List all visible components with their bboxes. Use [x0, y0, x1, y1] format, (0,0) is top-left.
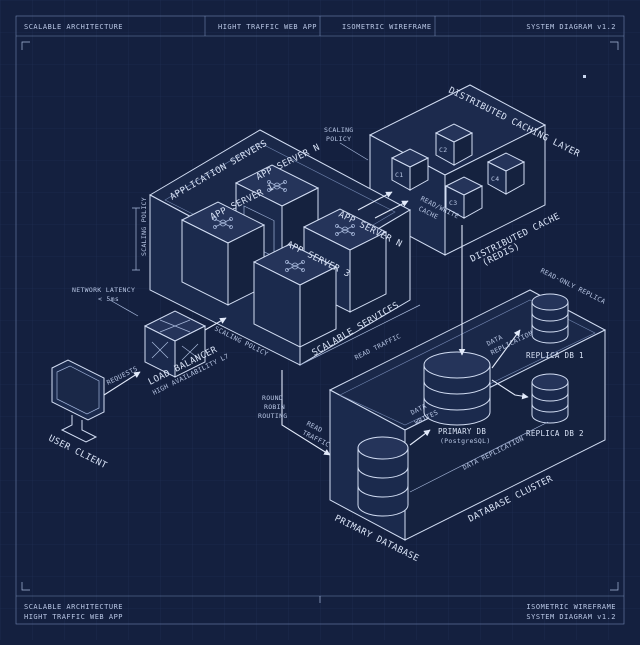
read-traffic-top-line [299, 304, 421, 366]
primary-db-label: PRIMARY DB [438, 427, 486, 436]
replica-db-1-cylinder[interactable] [531, 293, 569, 344]
header-left: SCALABLE ARCHITECTURE [24, 23, 123, 31]
header-center-left: HIGHT TRAFFIC WEB APP [218, 23, 317, 31]
scaling-policy-side-label: SCALING POLICY [140, 197, 148, 256]
scaling-policy-top-1: SCALING [324, 126, 354, 134]
primary-database-cylinder[interactable] [357, 436, 409, 517]
c2-label: C2 [439, 146, 447, 154]
round-robin-3: ROUTING [258, 412, 288, 420]
app-to-cache-arrow-2 [374, 200, 409, 219]
postgres-label: (PostgreSQL) [440, 437, 491, 445]
c3-label: C3 [449, 199, 457, 207]
network-latency-label: NETWORK LATENCY [72, 286, 135, 294]
replication-bottom-line [409, 421, 549, 493]
round-robin-1: ROUND [262, 394, 283, 402]
read-traffic-arrow [281, 370, 331, 456]
latency-value-label: < 5ms [98, 295, 119, 303]
app-to-cache-arrow [357, 191, 393, 211]
c1-label: C1 [395, 171, 403, 179]
footer-left-1: SCALABLE ARCHITECTURE [24, 603, 123, 611]
cache-node-c3[interactable] [444, 176, 484, 219]
footer-right-1: ISOMETRIC WIREFRAME [526, 603, 616, 611]
latency-leader [109, 299, 139, 317]
round-robin-2: ROBIN [264, 403, 285, 411]
replica-2-label: REPLICA DB 2 [526, 429, 584, 438]
frame [15, 15, 625, 625]
marker-square [583, 75, 586, 78]
cache-node-c1[interactable] [390, 148, 430, 191]
replication-arrow-1 [491, 329, 521, 369]
footer-left-2: HIGHT TRAFFIC WEB APP [24, 613, 123, 621]
primary-db-cylinder[interactable] [423, 351, 491, 426]
connectors [103, 142, 549, 493]
cache-node-c4[interactable] [486, 152, 526, 195]
app-server-3[interactable] [252, 243, 338, 348]
header-right: SYSTEM DIAGRAM v1.2 [526, 23, 616, 31]
c4-label: C4 [491, 175, 499, 183]
header-center-right: ISOMETRIC WIREFRAME [342, 23, 432, 31]
replication-arrow-2 [491, 379, 529, 400]
replica-1-label: REPLICA DB 1 [526, 351, 584, 360]
user-client-monitor[interactable] [51, 359, 105, 443]
requests-arrow [103, 371, 141, 396]
scaling-policy-top-2: POLICY [326, 135, 351, 143]
cache-node-c2[interactable] [434, 123, 474, 166]
replica-db-2-cylinder[interactable] [531, 373, 569, 424]
routing-arrows-icon [151, 319, 199, 361]
network-node-icon [213, 180, 355, 272]
footer-right-2: SYSTEM DIAGRAM v1.2 [526, 613, 616, 621]
lb-to-app-arrow [204, 317, 227, 331]
data-writes-arrow [409, 429, 431, 446]
load-balancer-cube[interactable] [143, 310, 207, 378]
